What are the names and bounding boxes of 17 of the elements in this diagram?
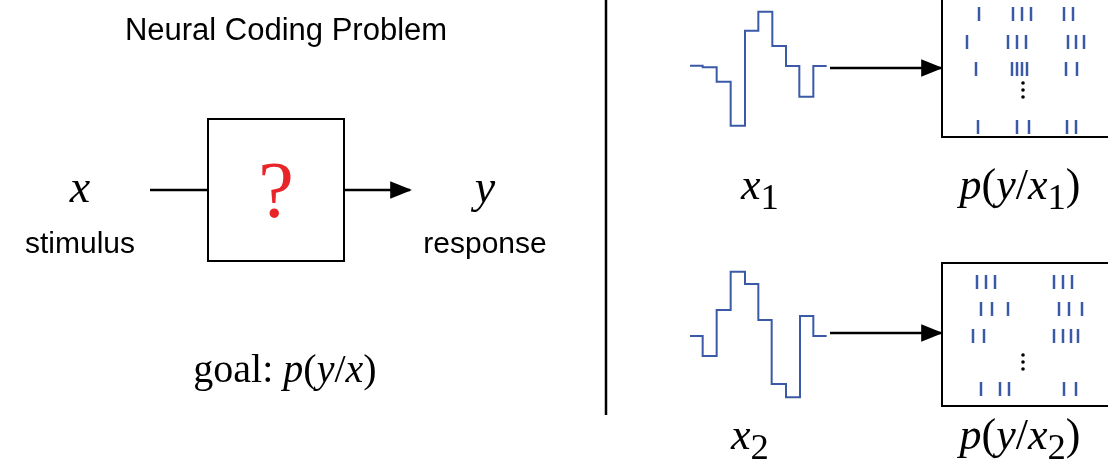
arrow <box>345 181 413 199</box>
caption-label: p(y/x$_{2}$) <box>956 409 1082 469</box>
arrow <box>830 59 944 77</box>
caption-label: x$_{2}$ <box>729 409 770 469</box>
process-box <box>207 118 345 262</box>
goal-note: goal: p(y/x) <box>192 345 378 392</box>
variable-label: x <box>69 162 91 212</box>
diagram-title: Neural Coding Problem <box>123 12 449 48</box>
raster-plot <box>941 262 1108 407</box>
question-mark: ? <box>258 145 294 236</box>
caption-label: p(y/x$_{1}$) <box>956 159 1082 219</box>
raster-plot <box>941 0 1108 138</box>
arrow <box>830 324 944 342</box>
node-label: stimulus <box>25 226 135 260</box>
node-label: response <box>423 226 547 260</box>
connector-line <box>150 188 207 192</box>
caption-label: x$_{1}$ <box>739 159 780 219</box>
